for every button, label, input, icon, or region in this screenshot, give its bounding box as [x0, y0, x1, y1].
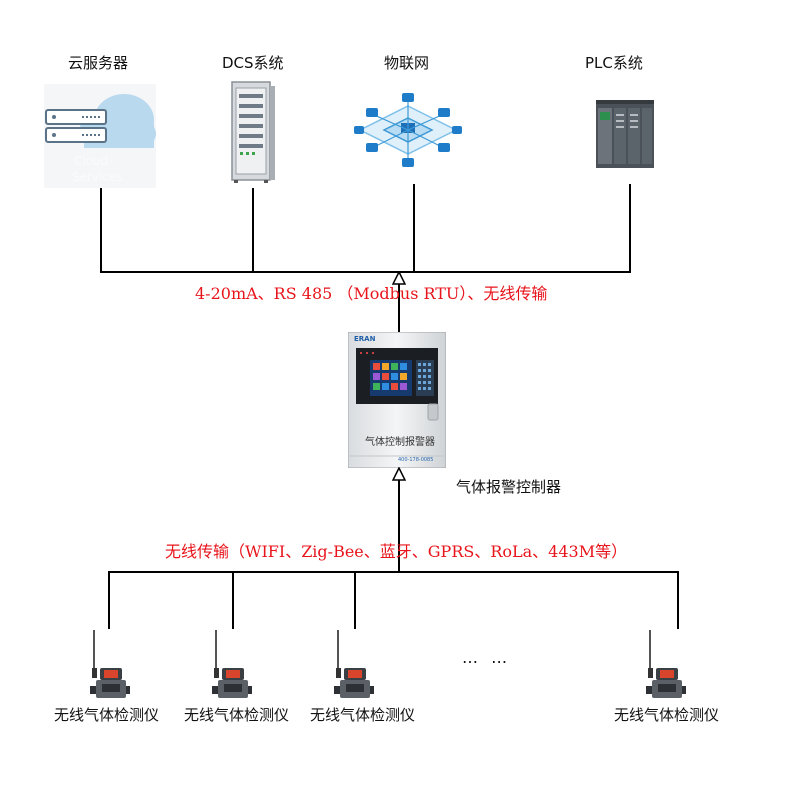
detector-drop-wire-3: [354, 571, 356, 629]
dcs-system-label: DCS系统: [222, 54, 284, 72]
wireless-detector-icon: [330, 628, 374, 702]
detector-label-1: 无线气体检测仪: [54, 706, 160, 724]
wireless-detector-icon: [642, 628, 686, 702]
cloud-server-icon: Cloud Services: [44, 84, 156, 188]
controller-downlink-wire: [398, 478, 400, 572]
wireless-detector-icon: [86, 628, 130, 702]
iot-drop-wire: [413, 184, 415, 273]
uplink-arrow-icon: [392, 271, 406, 285]
plc-drop-wire: [629, 184, 631, 273]
plc-system-label: PLC系统: [585, 54, 643, 72]
cloud-logo-text-1: Cloud: [74, 154, 109, 168]
downlink-arrow-icon: [392, 467, 406, 481]
controller-uplink-wire: [398, 282, 400, 332]
detector-label-3: 无线气体检测仪: [310, 706, 416, 724]
plc-module-icon: [596, 100, 654, 172]
upper-protocol-label: 4-20mA、RS 485 （Modbus RTU）、无线传输: [195, 284, 548, 303]
controller-caption: 气体报警控制器: [456, 478, 562, 496]
iot-network-icon: [352, 92, 464, 174]
dcs-drop-wire: [252, 188, 254, 273]
wireless-detector-icon: [208, 628, 252, 702]
detector-label-2: 无线气体检测仪: [184, 706, 290, 724]
more-detectors-ellipsis: … …: [462, 648, 512, 667]
cloud-drop-wire: [100, 188, 102, 273]
upper-bus-line: [100, 271, 631, 273]
lower-bus-line: [108, 571, 679, 573]
cloud-server-label: 云服务器: [68, 54, 129, 72]
cloud-logo-text-2: Services: [72, 170, 123, 184]
detector-label-4: 无线气体检测仪: [614, 706, 720, 724]
dcs-cabinet-icon: [230, 80, 276, 184]
controller-panel-label: 气体控制报警器: [365, 437, 435, 448]
detector-drop-wire-2: [232, 571, 234, 629]
controller-brand-logo: ERAN: [354, 335, 376, 343]
controller-phone: 400-178-0085: [398, 457, 434, 463]
detector-drop-wire-4: [677, 571, 679, 629]
lower-protocol-label: 无线传输（WIFI、Zig-Bee、蓝牙、GPRS、RoLa、443M等）: [165, 542, 628, 561]
detector-drop-wire-1: [108, 571, 110, 629]
iot-label: 物联网: [384, 54, 430, 72]
gas-alarm-controller-device: ERAN 气体控制报警器 400-178-0085: [348, 332, 446, 468]
